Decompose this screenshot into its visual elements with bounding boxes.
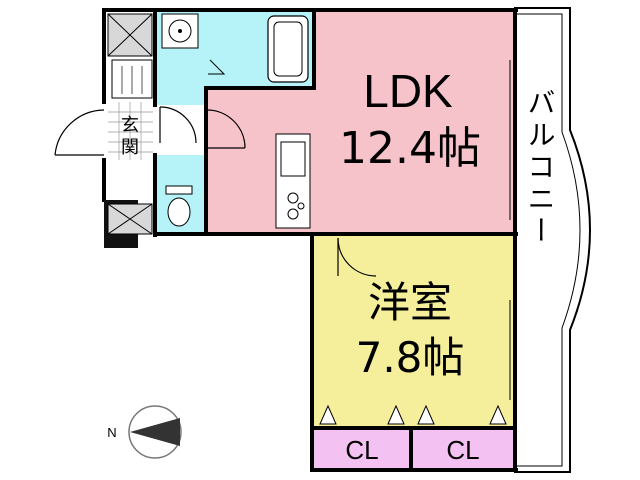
compass: N: [107, 405, 182, 459]
shoe-storage: [107, 13, 153, 57]
balcony-label: バルコニー: [524, 88, 557, 248]
closet-1-label: CL: [345, 435, 378, 465]
bath-door-swing: [208, 59, 226, 75]
entrance-door: [54, 109, 105, 156]
hallway: [155, 105, 207, 155]
entrance-label-1: 玄: [121, 115, 139, 136]
toilet-fixture: [165, 185, 193, 227]
balcony-inner-line: [514, 13, 581, 467]
closet-2: [412, 428, 514, 468]
washroom-door: [159, 106, 197, 144]
entrance-label-2: 関: [121, 137, 139, 158]
closet-doors: [319, 404, 507, 425]
compass-north-label: N: [107, 425, 116, 440]
western-label: 洋室: [368, 278, 452, 327]
ldk-size: 12.4帖: [339, 123, 481, 174]
storage-box: [107, 203, 153, 235]
ldk-label: LDK: [363, 65, 453, 117]
walls: [102, 8, 518, 472]
western-size: 7.8帖: [356, 333, 465, 382]
western-room: [314, 236, 514, 428]
north-arrow-icon: [130, 418, 180, 446]
entrance-tile-grid: [108, 102, 153, 160]
closet-1: [314, 428, 410, 468]
kitchen-counter: [275, 133, 311, 229]
hall-door: [206, 109, 246, 149]
western-door: [337, 237, 377, 277]
balcony-outline: [514, 7, 591, 473]
closet-2-label: CL: [446, 435, 479, 465]
